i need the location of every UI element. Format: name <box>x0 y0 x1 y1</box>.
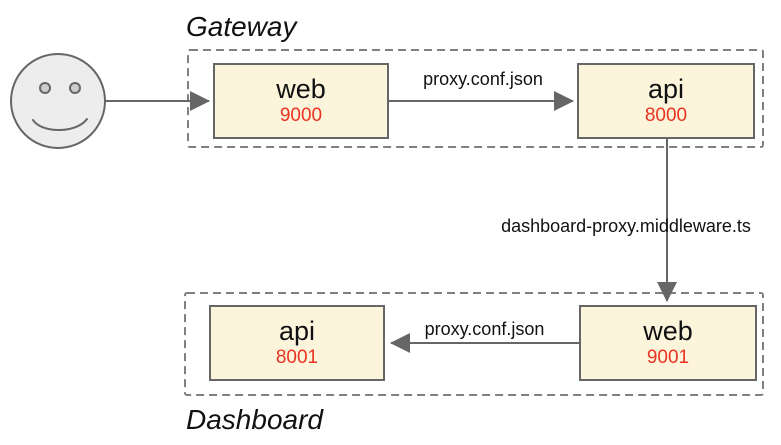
edge-label-dashboard-proxy-middleware: dashboard-proxy.middleware.ts <box>501 216 751 236</box>
node-dashboard-web-label: web <box>643 316 693 347</box>
node-dashboard-api-port: 8001 <box>275 346 319 368</box>
node-dashboard-api-label: api <box>278 316 316 347</box>
dashboard-group-title: Dashboard <box>186 404 323 435</box>
dashboard-group-border <box>184 292 764 396</box>
smiley-right-eye <box>69 82 81 94</box>
node-gateway-web-label: web <box>276 74 326 105</box>
gateway-group-border <box>187 49 764 148</box>
node-gateway-web-port: 9000 <box>279 104 323 126</box>
node-gateway-api: api 8000 <box>577 63 755 139</box>
smiley-face-circle <box>10 53 106 149</box>
node-dashboard-web-port: 9001 <box>646 346 690 368</box>
edge-label-dashboard-proxy-conf: proxy.conf.json <box>424 319 545 339</box>
node-gateway-api-label: api <box>647 74 685 105</box>
user-smiley-icon <box>10 53 106 149</box>
node-dashboard-web: web 9001 <box>579 305 757 381</box>
gateway-group-title: Gateway <box>186 11 297 42</box>
edge-label-gateway-proxy-conf: proxy.conf.json <box>423 69 543 89</box>
node-dashboard-api: api 8001 <box>209 305 385 381</box>
smiley-left-eye <box>39 82 51 94</box>
smiley-smile <box>32 118 88 131</box>
node-gateway-web: web 9000 <box>213 63 389 139</box>
node-gateway-api-port: 8000 <box>644 104 688 126</box>
